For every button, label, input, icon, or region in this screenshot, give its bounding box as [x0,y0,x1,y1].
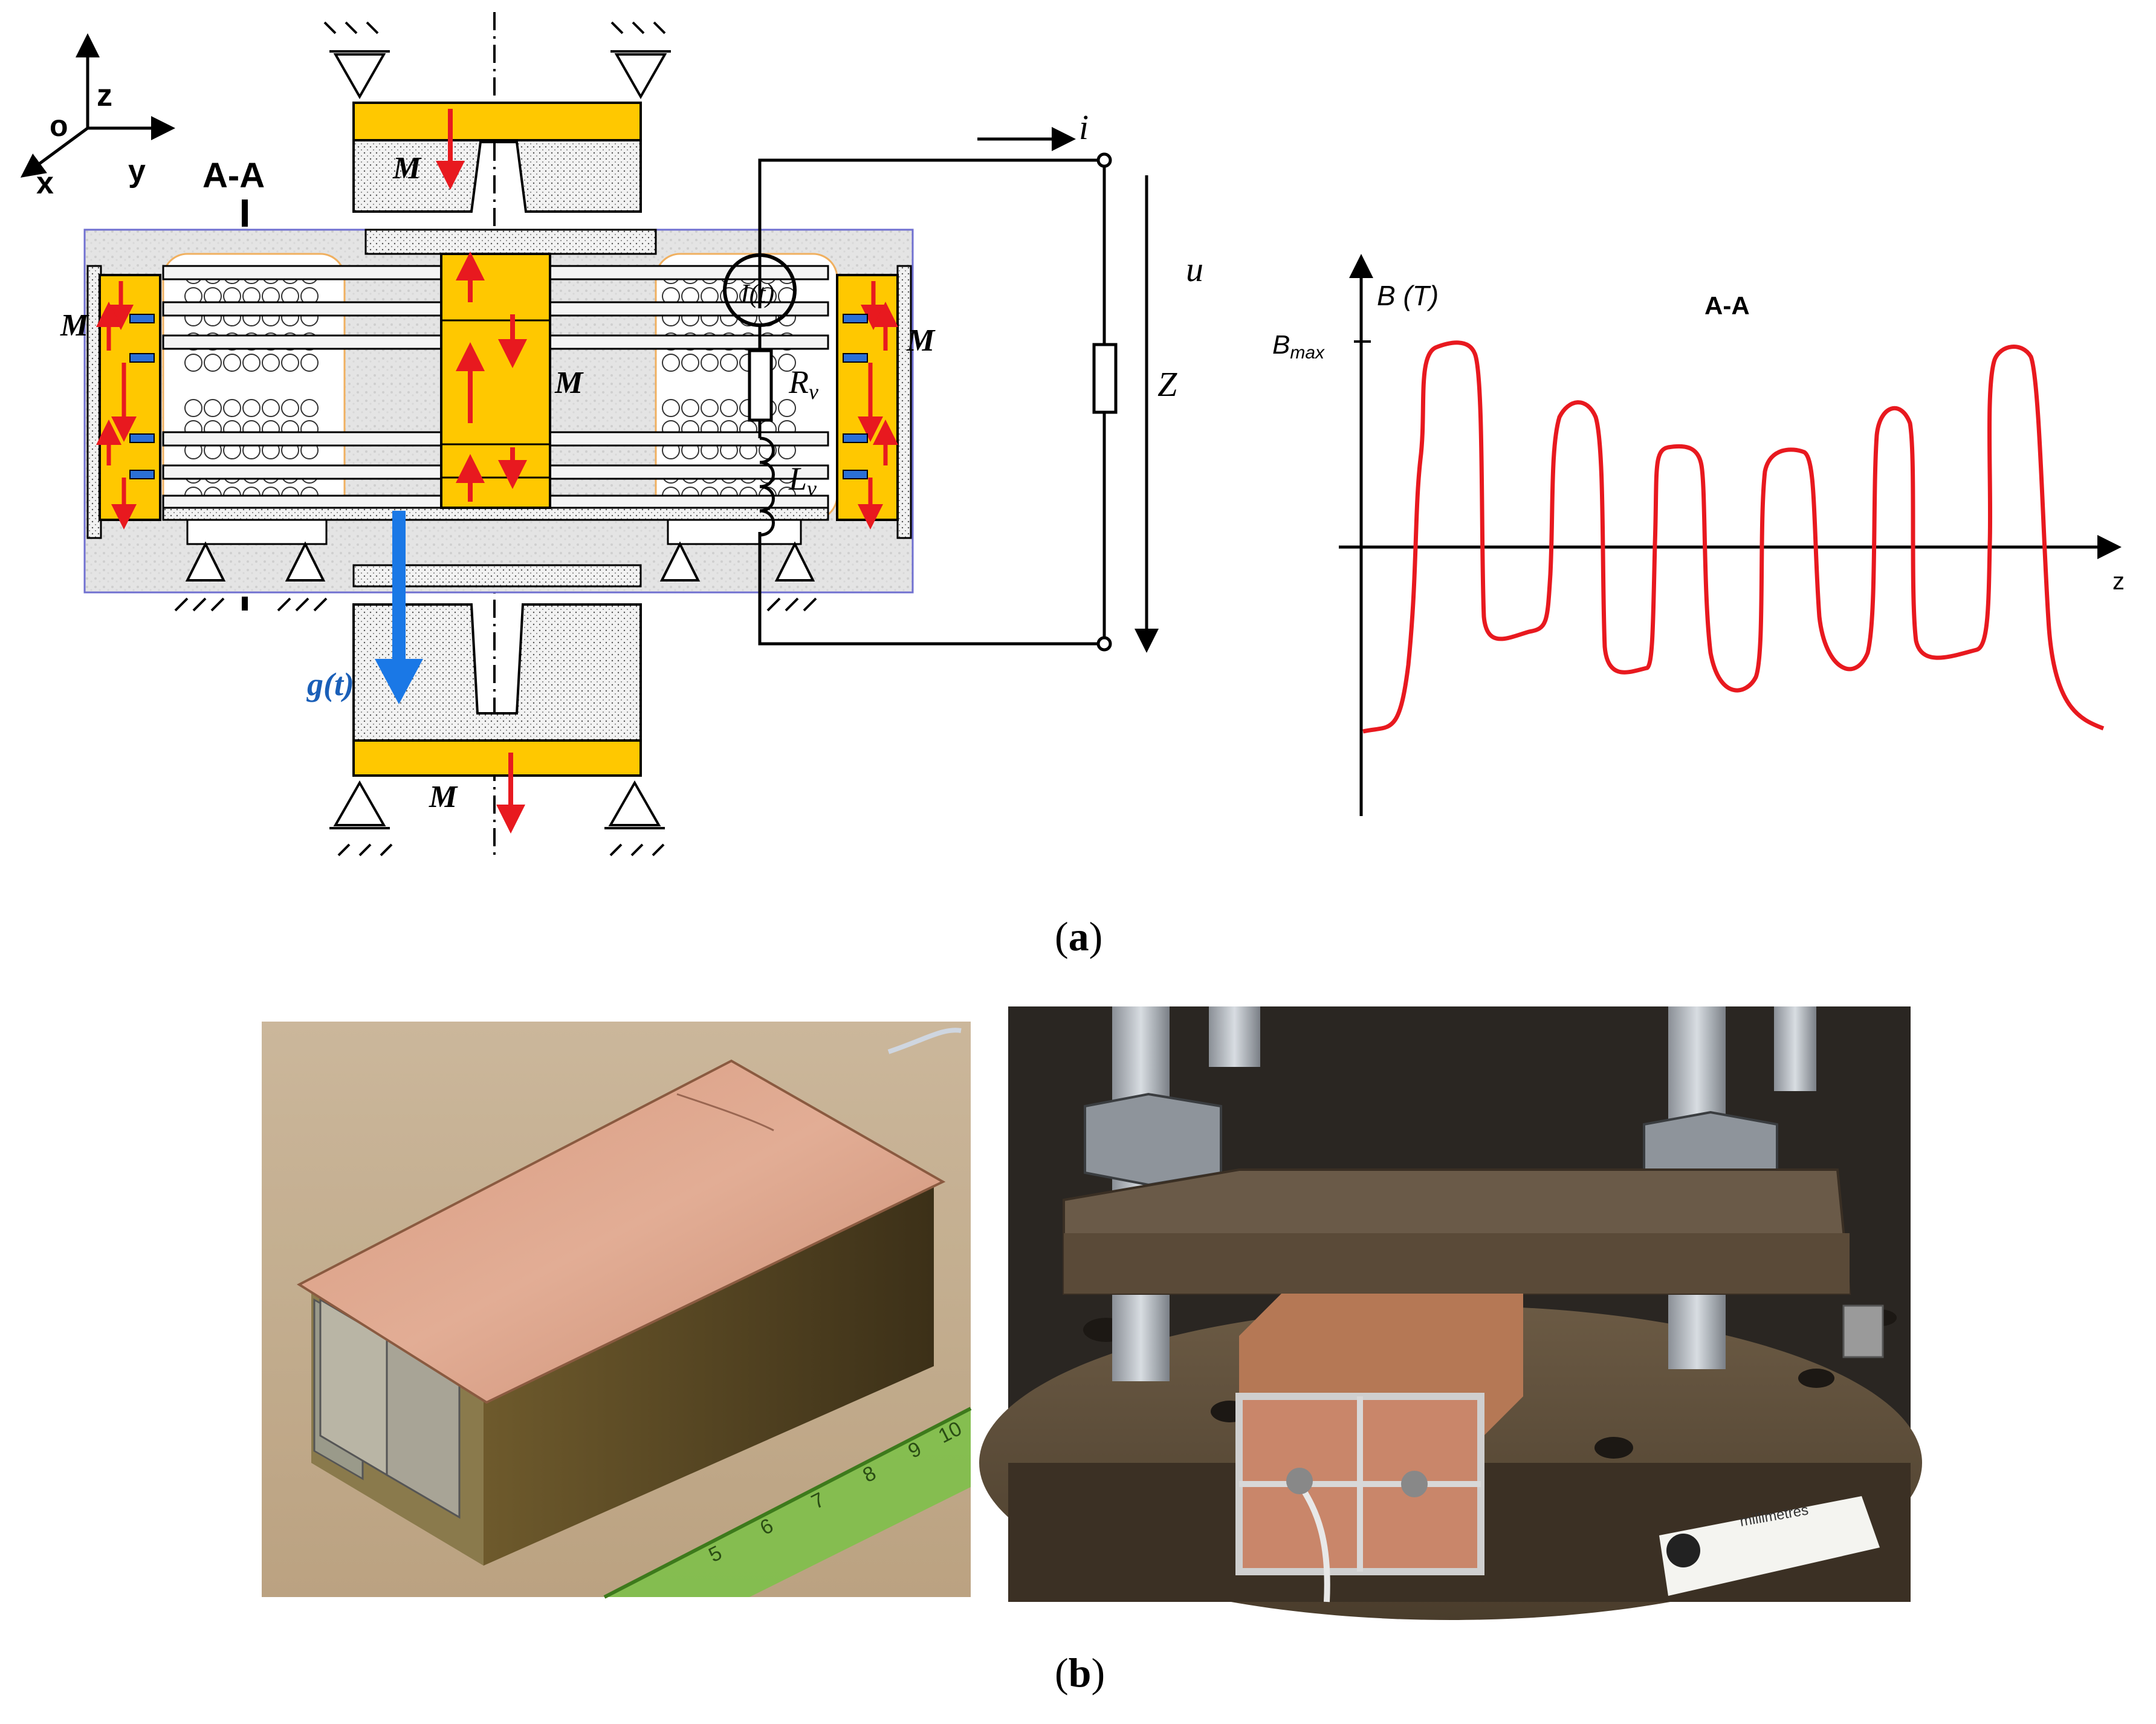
photo-test-rig: millimetres [979,1006,1922,1620]
top-block [352,139,642,213]
field-curve [1362,340,2105,734]
current-label: i [1079,108,1089,147]
top-magnet-label: M [392,151,422,186]
axis-y-label: y [128,154,146,189]
millimetre-scale [1659,1496,1880,1596]
section-label: A-A [202,156,265,195]
right-magnet-label: M [906,323,936,358]
axis-origin-label: o [50,109,68,143]
field-plot: B (T) A-A Bmax z [1272,254,2125,816]
inductor-label: Lv [788,461,817,501]
center-magnet-label: M [554,366,584,400]
circuit [723,127,1159,653]
axis-x-label: x [36,166,54,201]
copper-top-plate [296,1059,946,1404]
inductor [759,436,775,537]
resistor [748,349,773,422]
bottom-magnet [352,739,642,777]
base-supports [174,541,817,612]
resistor-label: Rv [788,364,818,404]
plot-bmax-label: Bmax [1272,330,1325,363]
impedance [1092,343,1118,414]
plot-xlabel: z [2112,568,2125,595]
source-label: I(t) [740,279,774,308]
bottom-supports [329,780,665,857]
current-source [723,253,797,327]
device-schematic: z o x y A-A M [20,12,936,858]
center-magnet [440,253,551,509]
right-magnet [836,274,899,521]
plot-title: A-A [1704,291,1750,320]
caption-a: (a) [1055,913,1103,959]
impedance-label: Z [1157,365,1177,404]
laminations [162,265,829,521]
top-supports [323,21,671,100]
plot-ylabel: B (T) [1377,280,1439,311]
top-magnet [352,102,642,141]
photo-sample: 5 6 7 8 9 10 [262,1022,972,1599]
left-coil [162,253,346,521]
voltage-label: u [1186,250,1203,289]
bottom-magnet-label: M [429,780,458,814]
axes-triad [20,33,175,178]
left-magnet-label: M [60,308,89,343]
left-magnet [99,274,161,521]
axis-z-label: z [97,78,112,113]
caption-b: (b) [1055,1650,1106,1696]
left-nut [1084,1092,1222,1187]
gravity-label: g(t) [306,666,354,702]
